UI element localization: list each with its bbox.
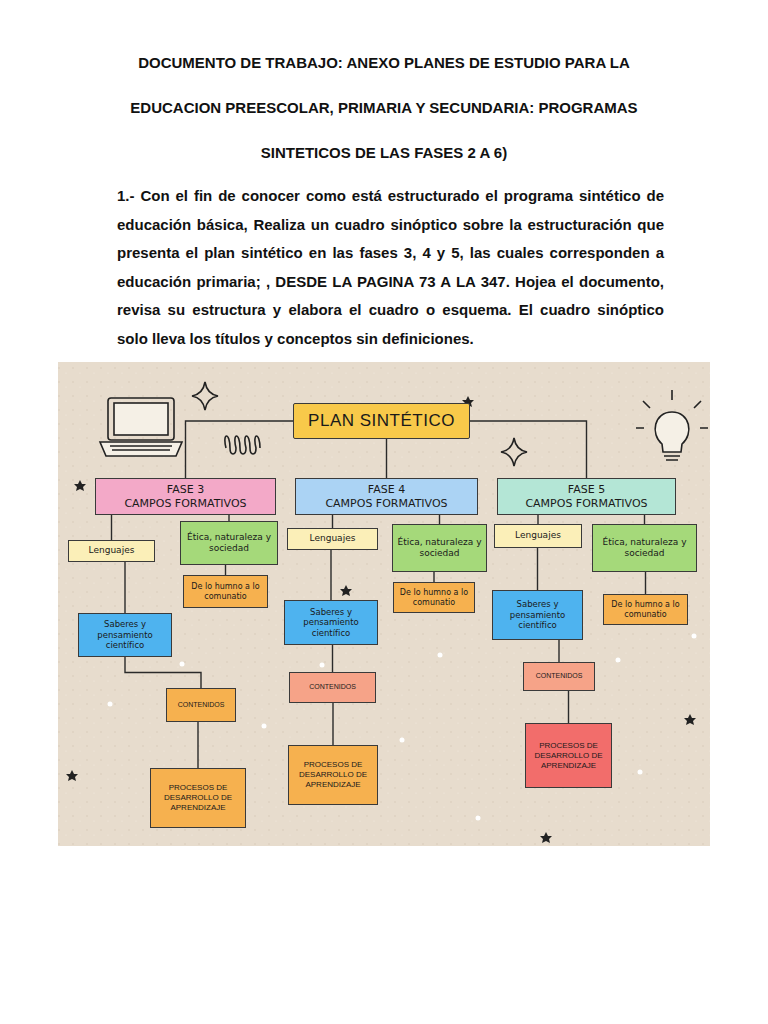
connector-line — [330, 550, 331, 600]
connector-line — [332, 703, 333, 745]
connector-line — [470, 421, 587, 478]
box-label: CONTENIDOS — [309, 683, 356, 692]
field-box: Ética, naturaleza y sociedad — [392, 524, 487, 572]
box-label: FASE 4 — [368, 483, 405, 497]
phase-box: FASE 4CAMPOS FORMATIVOS — [295, 478, 478, 515]
box-label: PLAN SINTÉTICO — [308, 410, 455, 431]
box-sublabel: CAMPOS FORMATIVOS — [525, 497, 647, 511]
connector-line — [124, 562, 125, 613]
box-label: Saberes y pensamiento científico — [497, 599, 578, 631]
connector-line — [537, 548, 538, 590]
connector-line — [197, 722, 198, 768]
connector-line — [433, 572, 434, 582]
page-title: DOCUMENTO DE TRABAJO: ANEXO PLANES DE ES… — [118, 40, 650, 175]
field-box: Ética, naturaleza y sociedad — [180, 521, 278, 565]
lightbulb-doodle — [636, 390, 708, 460]
phase-box: FASE 3CAMPOS FORMATIVOS — [95, 478, 276, 515]
connector-line — [386, 439, 387, 478]
root-box: PLAN SINTÉTICO — [293, 403, 470, 439]
connector-line — [439, 515, 440, 524]
star-dots — [66, 396, 696, 843]
field-box: Lenguajes — [287, 528, 378, 550]
connector-line — [568, 691, 569, 723]
field-box: Ética, naturaleza y sociedad — [592, 524, 697, 572]
field-box: De lo humno a lo comunatio — [393, 582, 475, 613]
field-box: Lenguajes — [68, 540, 155, 562]
connector-line — [332, 645, 333, 672]
connector-line — [111, 515, 112, 540]
box-label: Lenguajes — [515, 530, 561, 541]
connector-line — [225, 565, 226, 575]
box-label: Ética, naturaleza y sociedad — [185, 532, 273, 555]
box-label: De lo humno a lo comunatio — [188, 582, 263, 602]
connector-line — [537, 515, 538, 524]
connector-line — [645, 572, 646, 594]
content-box: CONTENIDOS — [289, 672, 376, 703]
box-label: Ética, naturaleza y sociedad — [597, 537, 692, 560]
connector-line — [186, 421, 294, 478]
box-label: CONTENIDOS — [178, 701, 225, 710]
connector-line — [644, 515, 645, 524]
paper-background — [58, 362, 710, 846]
box-label: De lo humno a lo comunatio — [398, 588, 470, 608]
process-box: PROCESOS DE DESARROLLO DE APRENDIZAJE — [525, 723, 612, 788]
box-label: PROCESOS DE DESARROLLO DE APRENDIZAJE — [155, 783, 241, 813]
process-box: PROCESOS DE DESARROLLO DE APRENDIZAJE — [150, 768, 246, 828]
field-box: De lo humno a lo comunatio — [183, 575, 268, 608]
connector-line — [558, 640, 559, 662]
process-box: PROCESOS DE DESARROLLO DE APRENDIZAJE — [288, 745, 378, 805]
squiggle-doodle — [225, 436, 260, 454]
box-label: De lo humno a lo comunatio — [608, 600, 683, 620]
phase-box: FASE 5CAMPOS FORMATIVOS — [497, 478, 676, 515]
box-label: FASE 3 — [167, 483, 204, 497]
box-label: Ética, naturaleza y sociedad — [397, 537, 482, 560]
box-label: FASE 5 — [568, 483, 605, 497]
field-box: Saberes y pensamiento científico — [78, 613, 172, 657]
sparkle-doodle — [192, 382, 527, 466]
box-sublabel: CAMPOS FORMATIVOS — [124, 497, 246, 511]
box-label: PROCESOS DE DESARROLLO DE APRENDIZAJE — [530, 741, 607, 771]
field-box: De lo humno a lo comunatio — [603, 594, 688, 625]
box-sublabel: CAMPOS FORMATIVOS — [325, 497, 447, 511]
content-box: CONTENIDOS — [166, 688, 236, 722]
connector-line — [332, 515, 333, 528]
box-label: Lenguajes — [310, 533, 356, 544]
box-label: Saberes y pensamiento científico — [289, 607, 373, 639]
box-label: Saberes y pensamiento científico — [83, 619, 167, 651]
field-box: Saberes y pensamiento científico — [492, 590, 583, 640]
field-box: Saberes y pensamiento científico — [284, 600, 378, 645]
box-label: Lenguajes — [89, 545, 135, 556]
laptop-doodle — [100, 398, 182, 456]
content-box: CONTENIDOS — [523, 662, 595, 691]
field-box: Lenguajes — [494, 524, 582, 548]
connector-line — [125, 657, 201, 688]
box-label: PROCESOS DE DESARROLLO DE APRENDIZAJE — [293, 760, 373, 790]
instruction-paragraph: 1.- Con el fin de conocer como está estr… — [117, 182, 664, 353]
box-label: CONTENIDOS — [536, 672, 583, 681]
